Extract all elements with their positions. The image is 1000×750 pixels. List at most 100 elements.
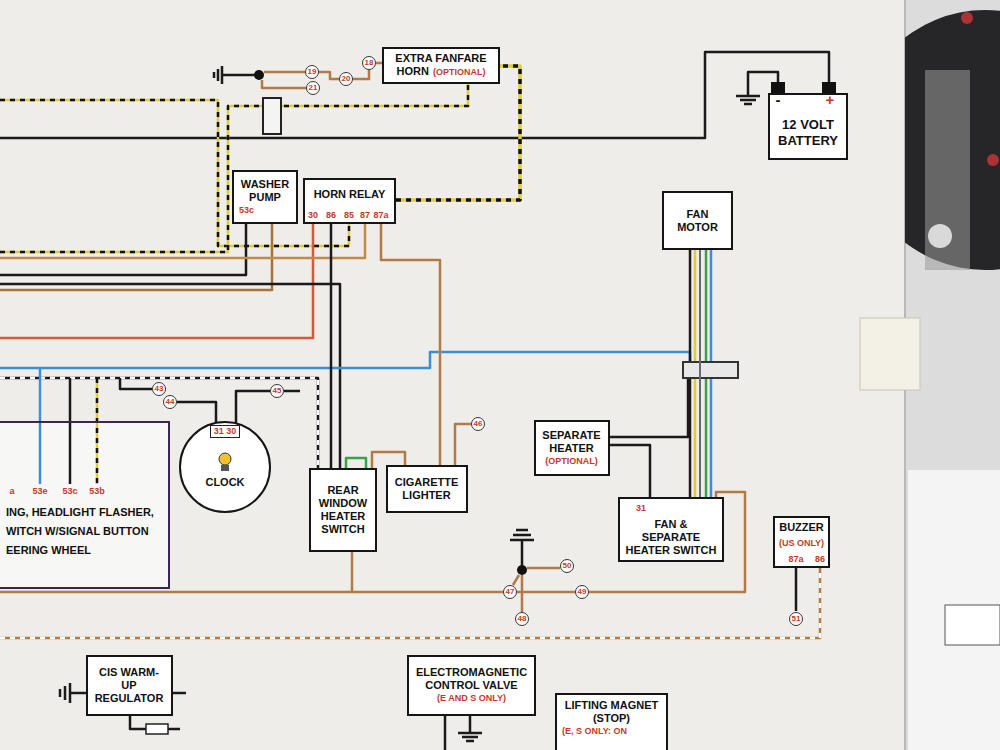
component-box: WASHER PUMP53c [232, 170, 298, 224]
wire [513, 575, 519, 585]
wire [0, 566, 820, 638]
junction-dot [254, 70, 264, 80]
wire [330, 224, 333, 468]
pin-number: 87a [370, 209, 392, 221]
component-label: 12 VOLT BATTERY [775, 117, 841, 149]
pin-number: 86 [809, 553, 831, 565]
component-label: ING, HEADLIGHT FLASHER, WITCH W/SIGNAL B… [6, 503, 163, 560]
clock-circle: 31 30CLOCK [179, 421, 271, 513]
disc-label [925, 70, 970, 270]
pin-number: 30 [302, 209, 324, 221]
component-label: BUZZER [777, 521, 826, 534]
bulb-symbol [219, 453, 231, 465]
wire [319, 72, 339, 79]
pin-number: 85 [338, 209, 360, 221]
disc-hole [928, 224, 952, 248]
component-label: SEPARATE HEATER [541, 429, 603, 455]
component-label: FAN & SEPARATE HEATER SWITCH [624, 518, 718, 557]
pin-row: 87a86 [777, 553, 826, 565]
callout-number: 21 [306, 81, 320, 95]
component-label: LIFTING MAGNET (STOP) [562, 699, 661, 725]
callout-number: 45 [270, 384, 284, 398]
component-label: 31 [624, 502, 718, 515]
callout-number: 44 [163, 395, 177, 409]
wire [795, 566, 798, 611]
callout-number: 20 [339, 72, 353, 86]
wire [610, 445, 651, 497]
ground-symbol [736, 96, 760, 104]
wire [0, 222, 365, 258]
wire [527, 567, 560, 570]
component-label: CIGARETTE LIGHTER [393, 476, 461, 502]
wire-stripe [396, 66, 520, 200]
tape-piece [860, 318, 920, 390]
wire [177, 402, 216, 424]
wire [168, 728, 180, 731]
pin-row: a53e53c53b [6, 485, 163, 497]
component-label: 53c [239, 204, 291, 217]
paper-note [945, 605, 1000, 645]
black-disc [905, 10, 1000, 270]
wire [69, 378, 72, 484]
component-box: a53e53c53bING, HEADLIGHT FLASHER, WITCH … [0, 421, 170, 589]
pin-number: 86 [320, 209, 342, 221]
component-box: HORN RELAY3086858787a [303, 178, 396, 224]
component-box: CIGARETTE LIGHTER [386, 465, 468, 513]
paper-stack [908, 470, 1000, 750]
pin-number: 53c [58, 485, 82, 497]
wire [521, 575, 524, 612]
paper-sheet [0, 0, 905, 750]
pin-number: 53b [85, 485, 109, 497]
wire [455, 424, 471, 467]
wire [0, 220, 272, 290]
wire [264, 71, 305, 74]
disc-dot [987, 154, 999, 166]
callout-number: 48 [515, 612, 529, 626]
connector-plug [146, 724, 168, 734]
component-label: CLOCK [179, 476, 271, 489]
wire [262, 80, 306, 88]
wire [96, 378, 99, 484]
clock-face [180, 422, 270, 512]
component-box: EXTRA FANFARE HORN(OPTIONAL) [382, 47, 500, 84]
wire [0, 80, 468, 252]
pin-number: a [0, 485, 24, 497]
callout-number: 19 [305, 65, 319, 79]
component-box: CIS WARM-UP REGULATOR [86, 655, 173, 716]
disc-dot [961, 12, 973, 24]
component-label: REAR WINDOW HEATER SWITCH [316, 484, 370, 536]
wire [0, 100, 349, 246]
component-box: LIFTING MAGNET (STOP)(E, S ONLY: ON [555, 693, 668, 750]
wire-stripe [0, 80, 468, 252]
wire [396, 66, 520, 200]
callout-number: 43 [152, 382, 166, 396]
callout-number: 46 [471, 417, 485, 431]
component-label: ELECTROMAGNETIC CONTROL VALVE [414, 666, 529, 692]
ground-symbol [458, 733, 482, 741]
wire-stripe [96, 378, 99, 484]
wire [517, 591, 575, 594]
component-label: WASHER PUMP [239, 178, 291, 204]
bulb-base [221, 465, 229, 471]
ground-symbol [214, 66, 222, 84]
wire [589, 492, 745, 592]
wire [351, 550, 354, 592]
component-label: FAN MOTOR [669, 208, 726, 234]
wire [444, 714, 447, 750]
wire [0, 222, 313, 338]
ground-wire [521, 540, 524, 565]
component-label: (E, S ONLY: ON [562, 725, 661, 738]
component-label: HORN RELAY [310, 188, 389, 201]
wire [130, 714, 146, 729]
terminal-sign: - [771, 92, 785, 108]
wire-stripe [0, 566, 820, 638]
component-box: FAN MOTOR [662, 191, 733, 250]
wire [353, 70, 369, 79]
component-label: (US ONLY) [777, 537, 826, 550]
component-label: CIS WARM-UP REGULATOR [93, 666, 166, 705]
connector-block [263, 98, 281, 134]
